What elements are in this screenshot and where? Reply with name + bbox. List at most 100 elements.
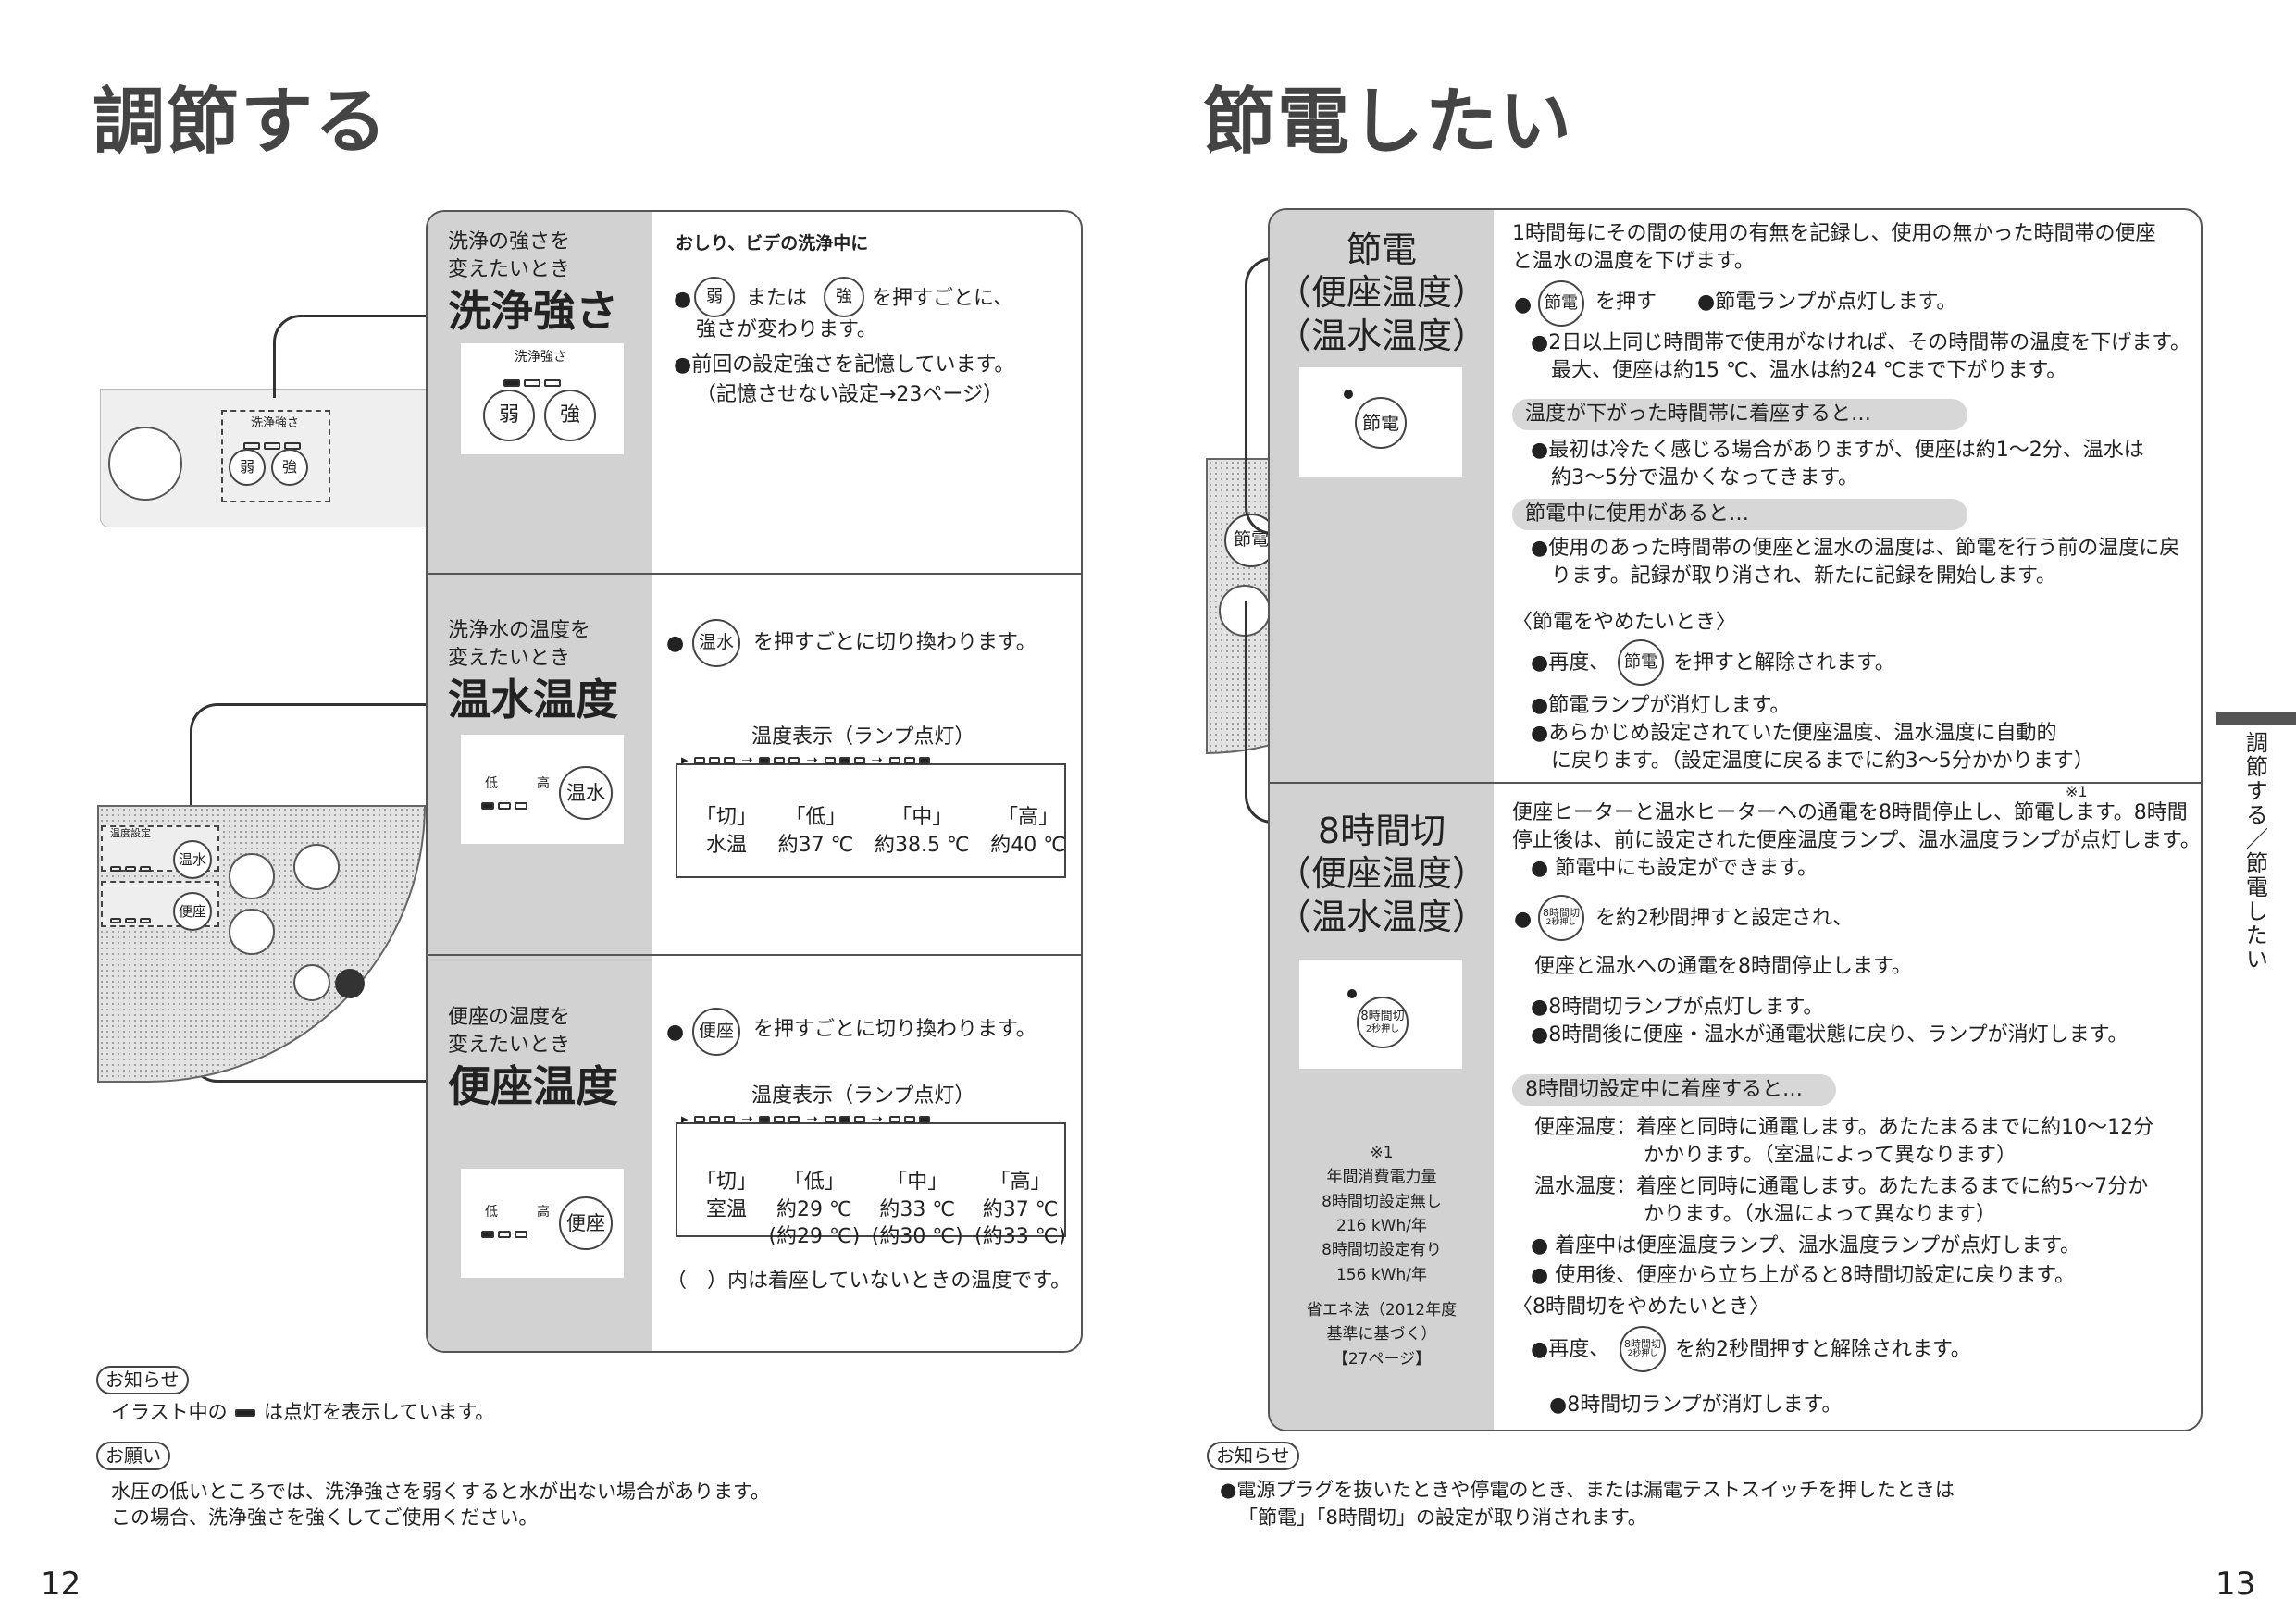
page-number-right: 13 [2215, 1566, 2256, 1603]
section2-sub: 洗浄水の温度を 変えたいとき [448, 619, 591, 670]
weak-button-inline[interactable]: 弱 [694, 277, 735, 317]
btn-line1: 8時間切 [1360, 1010, 1405, 1024]
section-a-s1: ●節電ランプが消灯します。 [1531, 694, 1791, 717]
section-b-r3: ● 着座中は便座温度ランプ、温水温度ランプが点灯します。 [1531, 1234, 2081, 1258]
fn-line: 216 kWh/年 [1335, 1217, 1427, 1236]
seat-button-small[interactable]: 便座 [173, 892, 212, 931]
section-b-r2b: かります。（水温によって異なります） [1644, 1203, 1997, 1226]
section-b-stop-a: ●再度、 [1531, 1338, 1610, 1361]
notice-text-b: は点灯を表示しています。 [263, 1401, 495, 1423]
col-value: 水温 [706, 833, 748, 857]
side-tab-bar [2216, 712, 2296, 725]
col-label: 「高」 [989, 1171, 1051, 1194]
power-save-button-stop[interactable]: 節電 [1618, 639, 1664, 686]
section-a-intro2: と温水の温度を下げます。 [1512, 250, 1755, 273]
card-lamps [479, 1220, 529, 1248]
section2-display-title: 温度表示（ランプ点灯） [751, 725, 975, 749]
hot-water-button-small[interactable]: 温水 [173, 840, 212, 879]
card-high: 高 [537, 776, 550, 791]
fn-line: 基準に基づく） [1326, 1325, 1437, 1344]
hot-water-button-inline[interactable]: 温水 [692, 619, 740, 667]
bullet-dot: ● [674, 288, 692, 311]
section-b-pill: 8時間切設定中に着座すると… [1512, 1074, 1836, 1106]
section-b-l2: ●8時間後に便座・温水が通電状態に戻り、ランプが消灯します。 [1531, 1023, 2128, 1047]
section-a-pill1: 温度が下がった時間帯に着座すると… [1512, 399, 1967, 430]
col-value-seated: (約30 ℃) [871, 1225, 963, 1249]
card-low: 低 [485, 776, 498, 791]
seat-button-inline[interactable]: 便座 [692, 1008, 740, 1056]
section-a-lamp-on: ●節電ランプが点灯します。 [1697, 291, 1957, 314]
strong-button[interactable]: 強 [544, 390, 596, 441]
panel-dashed-frame [221, 410, 330, 502]
connector-line [273, 315, 430, 398]
section2-sequence-icons: ▸ ➝ ➝ ➝ [681, 750, 932, 769]
round-button [229, 909, 275, 955]
strong-button-inline[interactable]: 強 [824, 277, 864, 317]
notice-text: イラスト中の は点灯を表示しています。 [111, 1399, 494, 1425]
section3-sequence-icons: ▸ ➝ ➝ ➝ [681, 1109, 932, 1128]
fn-line: 【27ページ】 [1332, 1349, 1432, 1369]
divider [1270, 782, 2201, 784]
section2-cols: 「切」水温 「低」約37 ℃ 「中」約38.5 ℃ 「高」約40 ℃ [696, 804, 1066, 859]
fn-line [1270, 1287, 1494, 1298]
panel-weak-button[interactable]: 弱 [229, 449, 266, 486]
col-label: 「中」 [887, 1171, 949, 1194]
section3-sub: 便座の温度を 変えたいとき [448, 1006, 571, 1057]
col-label: 「低」 [785, 806, 847, 829]
section-b-r1b: かかります。（室温によって異なります） [1644, 1144, 2017, 1167]
section-b-intro2: 停止後は、前に設定された便座温度ランプ、温水温度ランプが点灯します。 [1512, 829, 2201, 852]
section-a-intro1: 1時間毎にその間の使用の有無を記録し、使用の無かった時間帯の便座 [1512, 222, 2156, 245]
side-tab-label: 調節する／節電したい [2241, 731, 2268, 972]
section-b-sub2: （温水温度） [1275, 896, 1487, 937]
lit-lamp-icon [235, 1409, 256, 1417]
divider [428, 573, 1081, 575]
panel-strong-button[interactable]: 強 [271, 449, 308, 486]
seat-button[interactable]: 便座 [559, 1196, 613, 1250]
card-label: 洗浄強さ [515, 350, 566, 365]
section-a-heading: 節電 （便座温度） （温水温度） [1270, 229, 1494, 357]
round-button [293, 964, 330, 1001]
section-a-stop-head: 〈節電をやめたいとき〉 [1512, 611, 1737, 634]
section-b-intro1: 便座ヒーターと温水ヒーターへの通電を8時間停止し、節電します。8時間 [1512, 801, 2188, 824]
section-a-s2: ●あらかじめ設定されていた便座温度、温水温度に自動的 [1531, 722, 2057, 745]
hot-water-button[interactable]: 温水 [559, 766, 613, 820]
section3-title: 便座温度 [448, 1061, 618, 1111]
section-b-r2a: 温水温度：着座と同時に通電します。あたたまるまでに約5～7分か [1534, 1175, 2149, 1198]
section2-card: 低 高 温水 [461, 735, 624, 844]
section2-lamp-sequence [676, 763, 1066, 878]
section-b-stop-b: を約2秒間押すと解除されます。 [1675, 1338, 1971, 1361]
temp-setting-label: 温度設定 [110, 827, 151, 839]
fn-line: 8時間切設定有り [1322, 1241, 1442, 1260]
notice-tag: お知らせ [96, 1366, 189, 1394]
request-label: お願い [96, 1442, 170, 1470]
section-a-b1: ●2日以上同じ時間帯で使用がなければ、その時間帯の温度を下げます。 [1531, 331, 2191, 354]
notice-label: お知らせ [1207, 1442, 1299, 1470]
btn-line2: 2秒押し [1365, 1023, 1400, 1035]
bullet-dot: ● [666, 632, 685, 655]
section-b-l1: ●8時間切ランプが点灯します。 [1531, 996, 1824, 1019]
col-value: 室温 [706, 1197, 748, 1221]
settings-box-left: 洗浄の強さを 変えたいとき 洗浄強さ 洗浄強さ 弱 強 おしり、ビデの洗浄中に … [426, 210, 1083, 1353]
card-lamps [502, 369, 563, 397]
section-b-stop-c: ●8時間切ランプが消灯します。 [1549, 1394, 1843, 1417]
card-high: 高 [537, 1205, 550, 1220]
notice-label: お知らせ [96, 1366, 189, 1394]
request-line2: この場合、洗浄強さを強くしてご使用ください。 [111, 1506, 539, 1529]
col-label: 「切」 [696, 806, 758, 829]
power-save-button-card[interactable]: 節電 [1355, 397, 1407, 449]
section1-changes: 強さが変わります。 [696, 318, 877, 341]
section-b-r4: ● 使用後、便座から立ち上がると8時間切設定に戻ります。 [1531, 1264, 2075, 1287]
section1-memory: ●前回の設定強さを記憶しています。 [674, 353, 1015, 377]
section-a-stop-b: を押すと解除されます。 [1673, 651, 1895, 675]
fn-line: 年間消費電力量 [1326, 1168, 1437, 1187]
section-a-b1b: 最大、便座は約15 ℃、温水は約24 ℃まで下がります。 [1551, 359, 2067, 382]
col-value: 約37 ℃ [982, 1197, 1059, 1221]
settings-box-right: 節電 （便座温度） （温水温度） 節電 1時間毎にその間の使用の有無を記録し、使… [1268, 208, 2203, 1431]
lamp-row [108, 907, 153, 935]
weak-button[interactable]: 弱 [483, 390, 535, 441]
power-save-button-inline[interactable]: 節電 [1538, 280, 1584, 327]
page-title-left: 調節する [93, 81, 390, 164]
